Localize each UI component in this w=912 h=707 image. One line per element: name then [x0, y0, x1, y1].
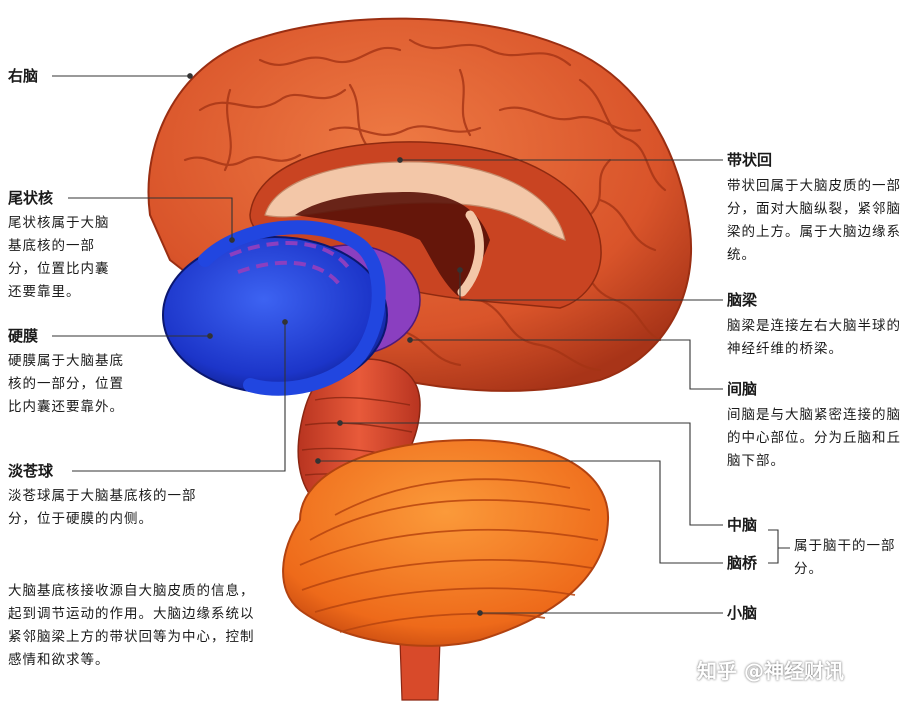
label-brainstem-desc: 属于脑干的一部分。	[794, 538, 896, 577]
corpus-callosum-inner	[295, 192, 490, 296]
watermark: 知乎 @神经财讯	[697, 659, 844, 683]
label-globus-pallidus-desc: 淡苍球属于大脑基底核的一部分，位于硬膜的内侧。	[8, 488, 197, 527]
label-cingulate-desc: 带状回属于大脑皮质的一部分，面对大脑纵裂，紧邻脑梁的上方。属于大脑边缘系统。	[727, 178, 901, 263]
label-corpus-callosum-title: 脑梁	[727, 291, 758, 309]
label-midbrain: 中脑	[727, 516, 758, 534]
fornix	[457, 210, 484, 297]
label-diencephalon-title: 间脑	[727, 380, 758, 398]
caudate-nucleus-tail	[198, 220, 386, 396]
label-right-brain: 右脑	[8, 67, 39, 85]
label-globus-pallidus-title: 淡苍球	[8, 462, 54, 480]
label-pons: 脑桥	[727, 554, 758, 572]
label-caudate-title: 尾状核	[8, 189, 54, 207]
leader-lines	[52, 73, 790, 616]
label-diencephalon-desc: 间脑是与大脑紧密连接的脑的中心部位。分为丘脑和丘脑下部。	[727, 407, 901, 469]
label-caudate-desc: 尾状核属于大脑基底核的一部分，位置比内囊还要靠里。	[8, 215, 110, 300]
label-corpus-callosum-desc: 脑梁是连接左右大脑半球的神经纤维的桥梁。	[727, 318, 901, 357]
label-cingulate-title: 带状回	[727, 151, 773, 169]
spinal-cord	[399, 639, 441, 701]
label-cerebellum: 小脑	[727, 604, 758, 622]
label-putamen-title: 硬膜	[8, 327, 39, 345]
cerebellum-shape	[282, 438, 610, 647]
cerebellum-folia	[299, 478, 599, 633]
internal-capsule-stripes	[229, 241, 352, 290]
label-putamen-desc: 硬膜属于大脑基底核的一部分，位置比内囊还要靠外。	[8, 353, 124, 415]
basal-ganglia-note: 大脑基底核接收源自大脑皮质的信息，起到调节运动的作用。大脑边缘系统以紧邻脑梁上方…	[8, 583, 255, 668]
